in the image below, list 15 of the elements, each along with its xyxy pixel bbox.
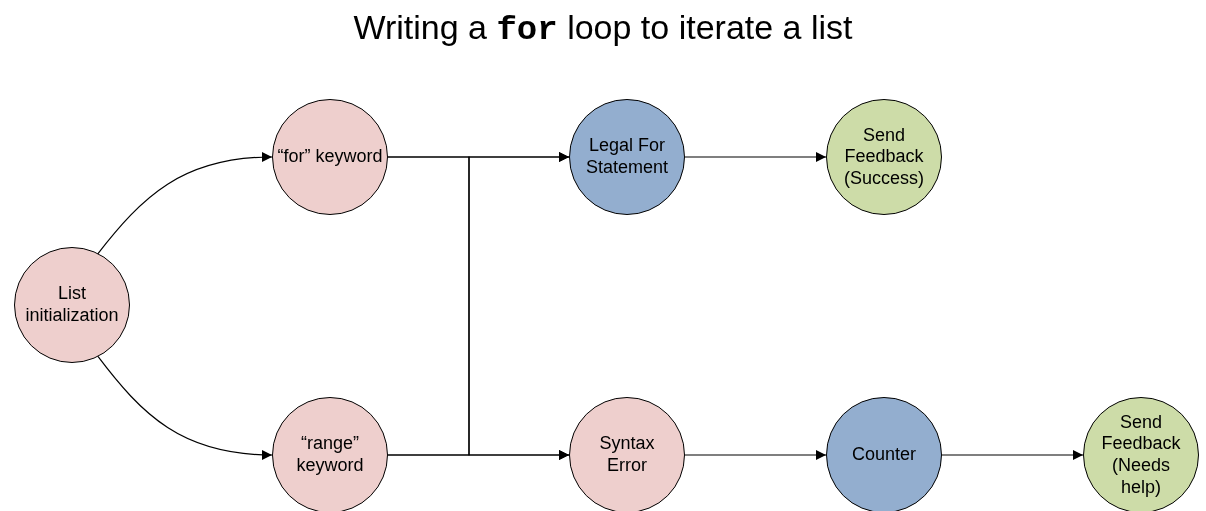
node-label: Send Feedback (Success)	[843, 124, 925, 190]
arrow	[941, 450, 1084, 460]
arrow	[387, 450, 570, 460]
arrow	[684, 450, 827, 460]
diagram-title: Writing a for loop to iterate a list	[353, 8, 853, 49]
node-label: Send Feedback (Needs help)	[1101, 411, 1181, 499]
node-label: Syntax Error	[598, 433, 656, 477]
node-label: “for” keyword	[277, 146, 383, 168]
node-label: List initialization	[24, 283, 120, 327]
arrow	[96, 152, 273, 256]
node-label: Counter	[851, 444, 916, 466]
arrow	[96, 354, 273, 460]
arrow	[684, 152, 827, 162]
node-label: Legal For Statement	[584, 135, 669, 179]
node-label: “range” keyword	[295, 433, 365, 477]
